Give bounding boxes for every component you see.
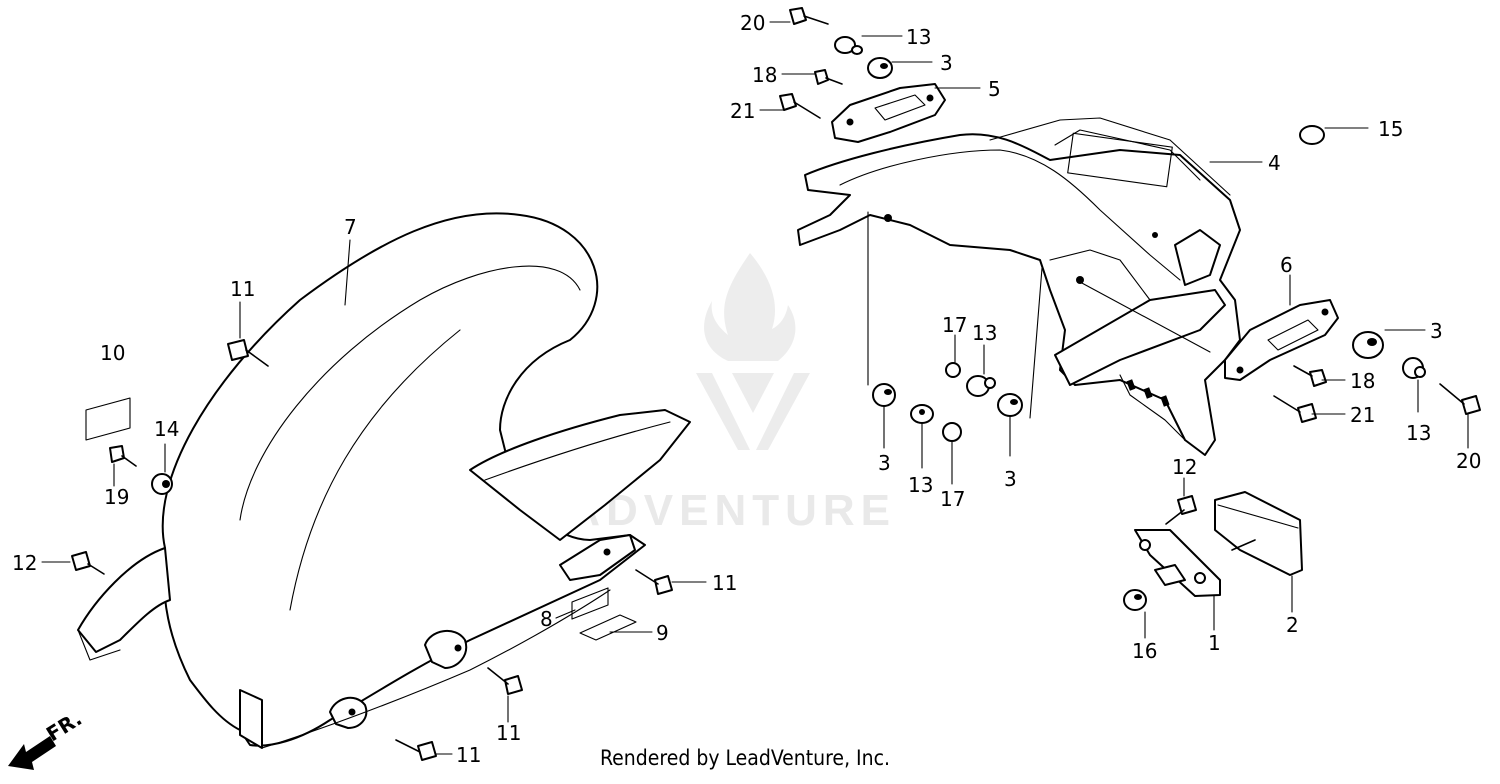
callout-6: 6 <box>1280 253 1293 277</box>
callout-18: 18 <box>752 63 777 87</box>
callout-7: 7 <box>344 215 357 239</box>
callout-20: 20 <box>740 11 765 35</box>
bracket-5 <box>831 83 946 143</box>
callout-3: 3 <box>878 451 891 475</box>
callout-14: 14 <box>154 417 179 441</box>
front-direction-arrow-icon: FR. <box>8 706 86 770</box>
callout-3: 3 <box>1430 319 1443 343</box>
callout-3: 3 <box>1004 467 1017 491</box>
callout-17: 17 <box>940 487 965 511</box>
watermark-logo-icon <box>688 245 818 460</box>
callout-12: 12 <box>1172 455 1197 479</box>
callout-11: 11 <box>712 571 737 595</box>
callout-11: 11 <box>496 721 521 745</box>
credit-text: Rendered by LeadVenture, Inc. <box>600 746 890 770</box>
callout-9: 9 <box>656 621 669 645</box>
callout-19: 19 <box>104 485 129 509</box>
callout-21: 21 <box>1350 403 1375 427</box>
callout-13: 13 <box>908 473 933 497</box>
callout-16: 16 <box>1132 639 1157 663</box>
leader-lines <box>41 21 1469 755</box>
callout-8: 8 <box>540 607 553 631</box>
callout-4: 4 <box>1268 151 1281 175</box>
callout-17: 17 <box>942 313 967 337</box>
callout-10: 10 <box>100 341 125 365</box>
inner-fender <box>797 117 1241 456</box>
callout-15: 15 <box>1378 117 1403 141</box>
callout-5: 5 <box>988 77 1001 101</box>
bracket-6 <box>1224 299 1339 381</box>
callout-3: 3 <box>940 51 953 75</box>
hardware <box>71 7 1481 761</box>
callout-13: 13 <box>972 321 997 345</box>
callout-20: 20 <box>1456 449 1481 473</box>
callout-11: 11 <box>230 277 255 301</box>
callout-13: 13 <box>1406 421 1431 445</box>
callout-18: 18 <box>1350 369 1375 393</box>
callout-1: 1 <box>1208 631 1221 655</box>
callout-2: 2 <box>1286 613 1299 637</box>
callouts: 20 13 3 18 5 21 15 4 7 11 10 14 19 12 6 … <box>12 11 1481 767</box>
rear-fender <box>77 212 691 749</box>
callout-21: 21 <box>730 99 755 123</box>
callout-12: 12 <box>12 551 37 575</box>
callout-13: 13 <box>906 25 931 49</box>
callout-11: 11 <box>456 743 481 767</box>
